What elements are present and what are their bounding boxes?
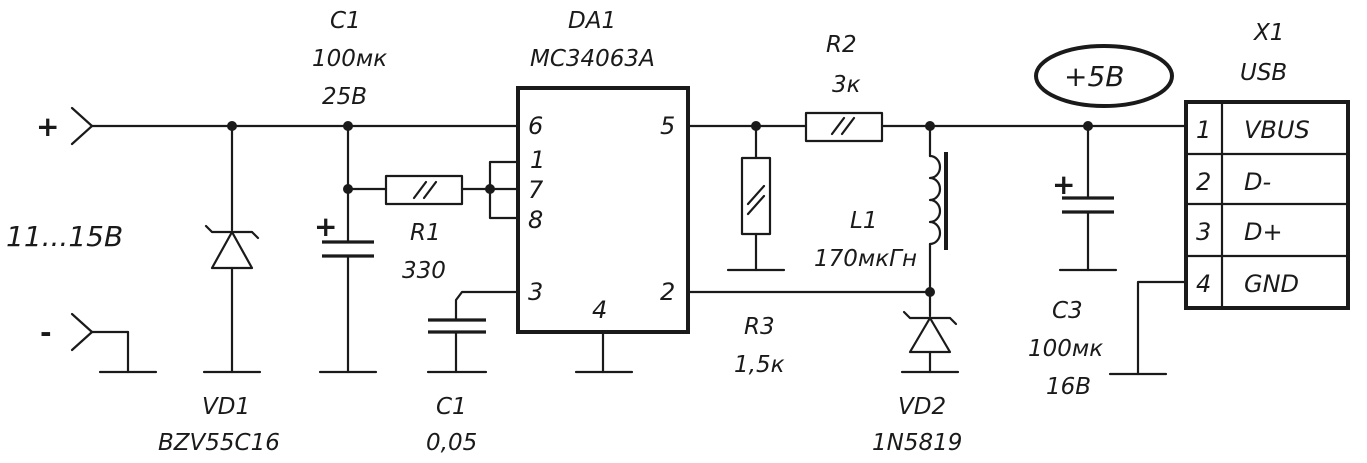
ic-pin-2: 2 — [660, 278, 675, 306]
usb-pin-name: D+ — [1244, 218, 1283, 246]
junction-dot — [343, 121, 353, 131]
c1-plus-sign: + — [314, 210, 337, 243]
c1-ceramic-capacitor — [426, 290, 520, 374]
input-voltage-label: 11...15В — [6, 220, 123, 253]
ic-pin-8: 8 — [528, 206, 543, 234]
ic-pin-6: 6 — [528, 112, 543, 140]
ic-pin-1: 1 — [530, 146, 545, 174]
ic-pin-4: 4 — [592, 296, 607, 324]
c3-plus-sign: + — [1052, 168, 1075, 201]
usb-pin-number: 4 — [1196, 270, 1211, 298]
usb-pin-name: GND — [1244, 270, 1299, 298]
vd2-part-label: 1N5819 — [872, 430, 962, 456]
da1-ref-label: DA1 — [568, 8, 616, 34]
c1-electrolytic-capacitor — [318, 124, 378, 374]
vd1-part-label: BZV55C16 — [158, 430, 280, 456]
vd1-zener-diode — [202, 124, 262, 374]
usb-pin-name: VBUS — [1244, 116, 1310, 144]
x1-type-label: USB — [1240, 60, 1287, 86]
vd2-schottky-diode — [900, 290, 960, 374]
output-voltage-label: +5В — [1064, 60, 1124, 93]
input-plus-terminal — [70, 106, 520, 146]
x1-ref-label: X1 — [1253, 20, 1284, 46]
l1-value-label: 170мкГн — [814, 246, 917, 272]
vd2-ref-label: VD2 — [898, 394, 946, 420]
c1-small-value-label: 0,05 — [426, 430, 477, 456]
junction-dot — [227, 121, 237, 131]
da1-part-label: MC34063A — [530, 46, 655, 72]
usb-pin-number: 3 — [1196, 218, 1211, 246]
output-voltage-badge — [1034, 44, 1174, 108]
input-minus-terminal — [70, 312, 158, 374]
r3-value-label: 1,5к — [734, 352, 785, 378]
vd1-ref-label: VD1 — [202, 394, 250, 420]
junction-dot — [485, 184, 495, 194]
r3-ref-label: R3 — [744, 314, 775, 340]
l1-inductor — [928, 124, 948, 294]
r2-value-label: 3к — [832, 72, 861, 98]
usb-pin-number: 2 — [1196, 168, 1211, 196]
c3-voltage-label: 16В — [1046, 374, 1091, 400]
ic-pin-5: 5 — [660, 112, 675, 140]
c1-value-label: 100мк — [312, 46, 387, 72]
c1-voltage-label: 25В — [322, 84, 367, 110]
usb-pin-number: 1 — [1196, 116, 1211, 144]
c3-value-label: 100мк — [1028, 336, 1103, 362]
ic-pin-3: 3 — [528, 278, 543, 306]
da1-ic — [516, 86, 690, 374]
l1-ref-label: L1 — [850, 208, 877, 234]
r2-ref-label: R2 — [826, 32, 857, 58]
x1-usb-connector — [1108, 100, 1350, 376]
input-minus-label: - — [40, 316, 52, 349]
input-plus-label: + — [36, 110, 59, 143]
c3-ref-label: C3 — [1052, 298, 1083, 324]
r1-value-label: 330 — [402, 258, 446, 284]
r3-resistor — [726, 124, 786, 272]
r1-ref-label: R1 — [410, 220, 441, 246]
usb-pin-name: D- — [1244, 168, 1271, 196]
c3-electrolytic-capacitor — [1058, 124, 1118, 272]
c1-ref-label: C1 — [330, 8, 361, 34]
ic-pin-7: 7 — [528, 176, 544, 204]
c1-small-ref-label: C1 — [436, 394, 467, 420]
r2-resistor — [804, 111, 1188, 143]
